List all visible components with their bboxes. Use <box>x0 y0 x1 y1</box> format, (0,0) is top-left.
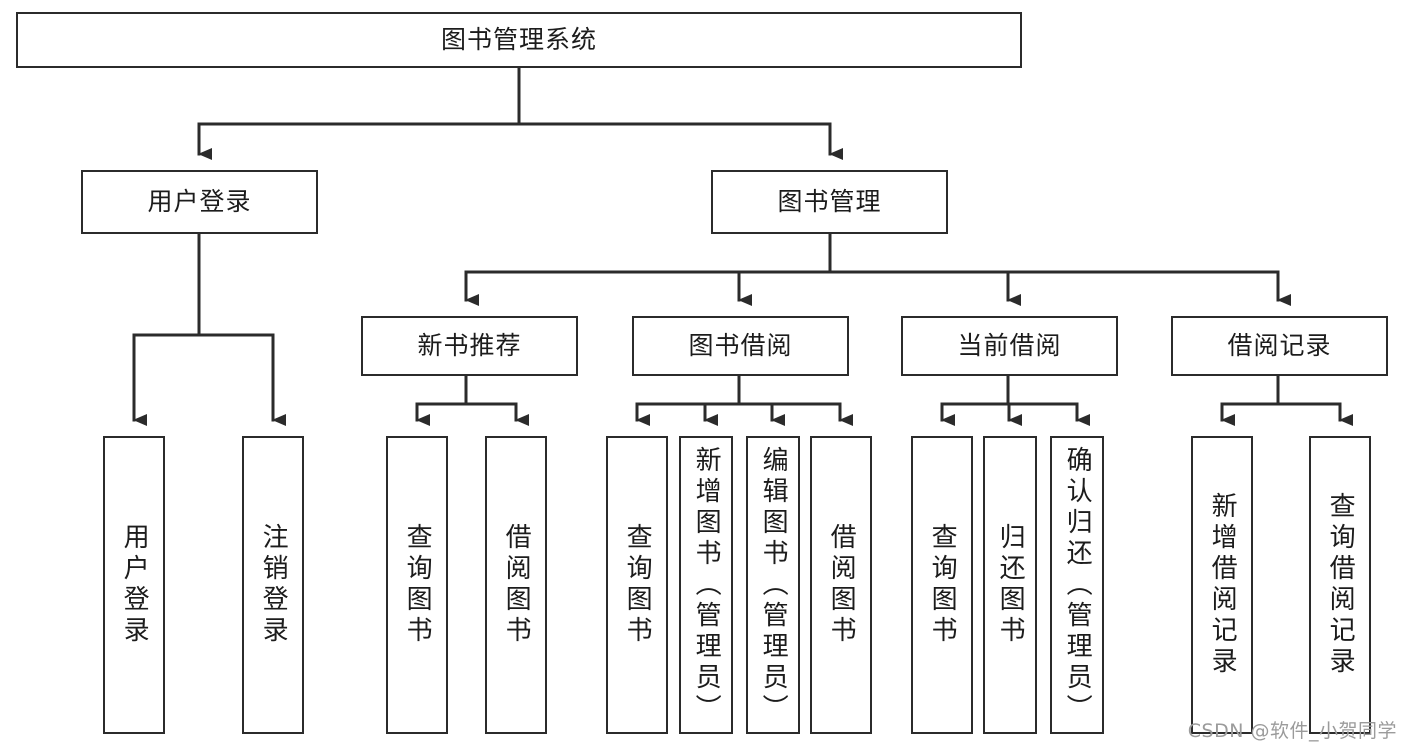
watermark-text: CSDN @软件_小贺同学 <box>1187 720 1397 742</box>
node-borrow-record[interactable]: 借阅记录 <box>1171 316 1388 376</box>
node-leaf-confirm-return[interactable]: 确认归还（管理员） <box>1050 436 1104 734</box>
node-book-borrow-label: 图书借阅 <box>688 331 793 361</box>
node-current-borrow-label: 当前借阅 <box>957 331 1062 361</box>
node-current-borrow[interactable]: 当前借阅 <box>901 316 1118 376</box>
node-leaf-query-book-3[interactable]: 查询图书 <box>911 436 973 734</box>
node-leaf-borrow-book-2[interactable]: 借阅图书 <box>810 436 872 734</box>
node-leaf-query-book-2[interactable]: 查询图书 <box>606 436 668 734</box>
node-leaf-logout-label: 注销登录 <box>258 523 289 647</box>
node-leaf-query-book-2-label: 查询图书 <box>622 523 653 647</box>
node-borrow-record-label: 借阅记录 <box>1227 331 1332 361</box>
node-leaf-return-book[interactable]: 归还图书 <box>983 436 1037 734</box>
node-leaf-logout[interactable]: 注销登录 <box>242 436 304 734</box>
node-leaf-query-record[interactable]: 查询借阅记录 <box>1309 436 1371 734</box>
node-leaf-add-book[interactable]: 新增图书（管理员） <box>679 436 733 734</box>
node-leaf-borrow-book-2-label: 借阅图书 <box>826 523 857 647</box>
node-leaf-add-book-label: 新增图书（管理员） <box>691 446 722 725</box>
node-leaf-user-login[interactable]: 用户登录 <box>103 436 165 734</box>
node-book-manage[interactable]: 图书管理 <box>711 170 948 234</box>
node-book-borrow[interactable]: 图书借阅 <box>632 316 849 376</box>
node-new-book-recommend-label: 新书推荐 <box>417 331 522 361</box>
node-leaf-user-login-label: 用户登录 <box>119 523 150 647</box>
node-leaf-query-book-3-label: 查询图书 <box>927 523 958 647</box>
node-user-login[interactable]: 用户登录 <box>81 170 318 234</box>
node-leaf-return-book-label: 归还图书 <box>995 523 1026 647</box>
node-leaf-confirm-return-label: 确认归还（管理员） <box>1062 446 1093 725</box>
node-leaf-edit-book-label: 编辑图书（管理员） <box>758 446 789 725</box>
node-leaf-query-book-1[interactable]: 查询图书 <box>386 436 448 734</box>
node-user-login-label: 用户登录 <box>147 187 252 217</box>
node-new-book-recommend[interactable]: 新书推荐 <box>361 316 578 376</box>
node-leaf-query-book-1-label: 查询图书 <box>402 523 433 647</box>
node-root-label: 图书管理系统 <box>440 25 597 55</box>
node-leaf-borrow-book-1-label: 借阅图书 <box>501 523 532 647</box>
node-root[interactable]: 图书管理系统 <box>16 12 1022 68</box>
node-leaf-add-record[interactable]: 新增借阅记录 <box>1191 436 1253 734</box>
node-leaf-edit-book[interactable]: 编辑图书（管理员） <box>746 436 800 734</box>
node-leaf-borrow-book-1[interactable]: 借阅图书 <box>485 436 547 734</box>
node-leaf-add-record-label: 新增借阅记录 <box>1207 492 1238 678</box>
node-book-manage-label: 图书管理 <box>777 187 882 217</box>
node-leaf-query-record-label: 查询借阅记录 <box>1325 492 1356 678</box>
